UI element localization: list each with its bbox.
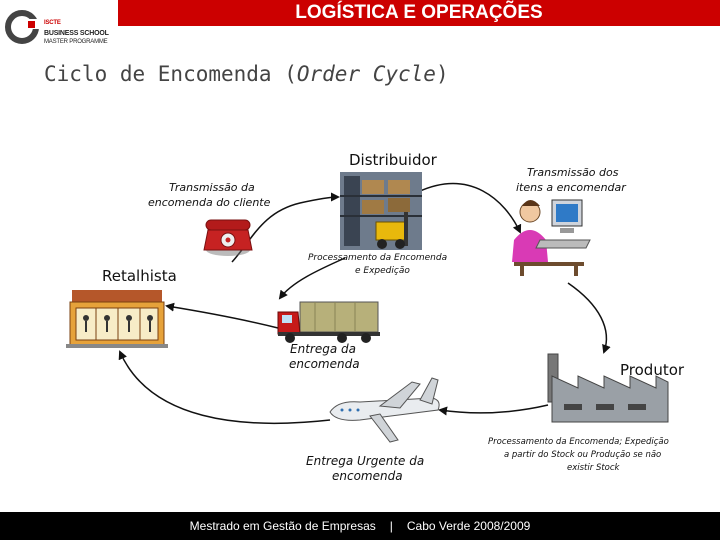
label-processamento-dist-1: Processamento da Encomenda [308,253,448,263]
label-proc-prod-1: Processamento da Encomenda; Expedição [488,437,669,447]
label-entrega-2: encomenda [289,357,360,371]
label-entrega-1: Entrega da [290,342,356,356]
footer: Mestrado em Gestão de Empresas | Cabo Verd… [0,512,720,540]
arrow-truck-to-retalhista [165,302,279,329]
label-proc-prod-2: a partir do Stock ou Produção se não [504,450,662,460]
airplane-icon [329,377,440,443]
shop-icon [66,290,168,348]
arrow-airplane-to-retalhista [118,350,331,425]
factory-icon [547,353,669,423]
logo-line-1: ISCTE [44,20,61,26]
label-urgente-1: Entrega Urgente da [306,454,425,468]
telephone-icon [203,219,253,256]
footer-bar [0,512,720,540]
logo-line-2: BUSINESS SCHOOL [44,30,109,37]
truck-icon [277,301,380,343]
school-logo: ISCTE BUSINESS SCHOOL MASTER PROGRAMME [4,5,116,50]
footer-separator: | [389,519,393,533]
slide-title: Ciclo de Encomenda (Order Cycle) [44,62,449,86]
label-transmissao-cliente-1: Transmissão da [169,181,255,194]
arrow-distribuidor-to-produtor [417,182,522,234]
label-transmissao-itens-1: Transmissão dos [527,166,619,179]
slide-title-main: Ciclo de Encomenda ( [44,62,297,86]
node-distribuidor: Distribuidor [349,151,437,169]
label-transmissao-itens-2: itens a encomendar [516,181,626,194]
label-proc-prod-3: existir Stock [567,463,620,473]
arrow-distribuidor-to-truck [278,257,346,300]
footer-location-year: Cabo Verde 2008/2009 [406,519,531,533]
arrow-factory-to-airplane [438,404,549,416]
label-processamento-dist-2: e Expedição [355,266,410,276]
logo-mark-icon [5,10,40,44]
warehouse-forklift-icon [340,172,422,250]
header-bar [118,0,720,26]
node-produtor: Produtor [620,361,685,379]
slide-title-italic: Order Cycle [296,62,436,86]
node-retalhista: Retalhista [102,267,177,285]
header-title: LOGÍSTICA E OPERAÇÕES [295,2,543,23]
computer-user-icon [512,199,591,276]
label-transmissao-cliente-2: encomenda do cliente [148,196,271,209]
label-urgente-2: encomenda [332,469,403,483]
footer-program: Mestrado em Gestão de Empresas [189,519,376,533]
arrow-computer-to-factory [567,282,611,354]
logo-line-3: MASTER PROGRAMME [44,39,108,45]
slide-title-close: ) [435,62,449,86]
